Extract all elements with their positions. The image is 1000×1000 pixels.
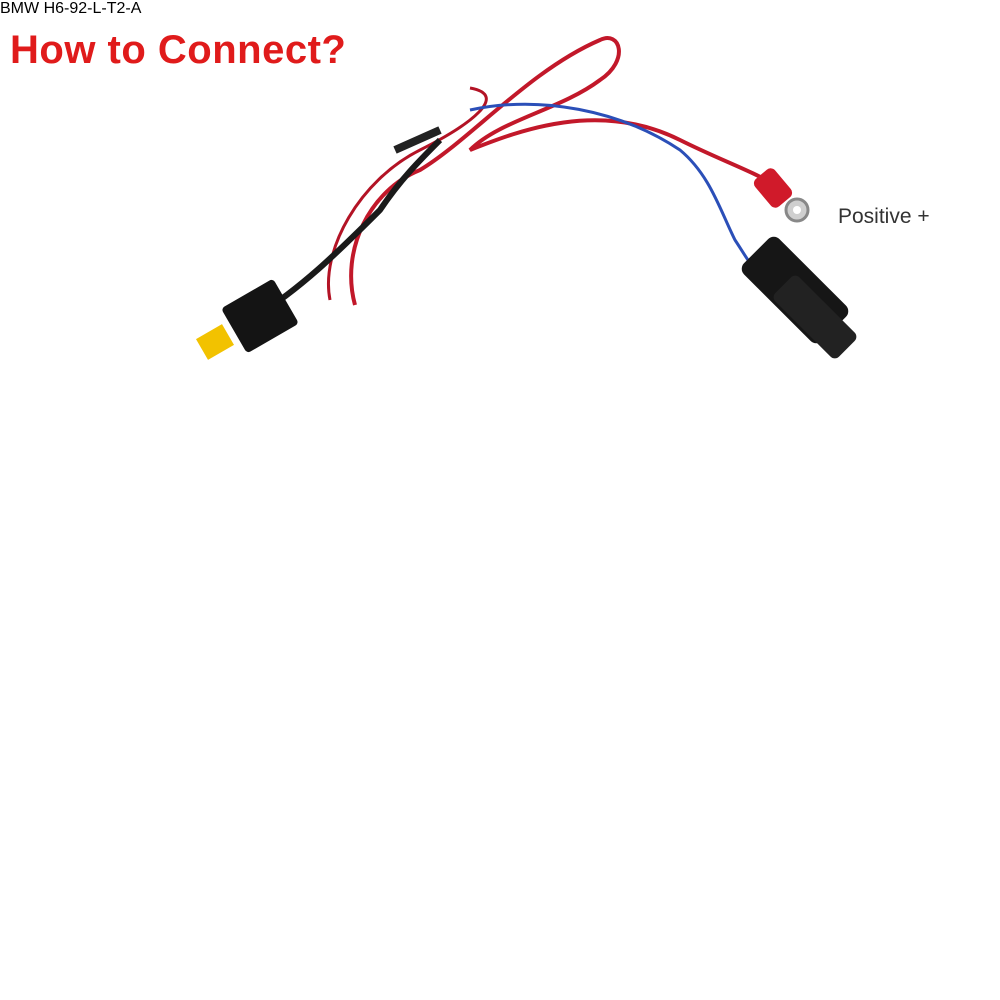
battery-brand: BMW xyxy=(0,0,40,17)
battery-photo: BMW H6-92-L-T2-A xyxy=(0,0,141,17)
wiring-harness xyxy=(196,36,857,360)
ring-terminal-icon xyxy=(753,168,810,223)
battery-icon: BMW H6-92-L-T2-A xyxy=(0,0,141,17)
battery-code: H6-92-L-T2-A xyxy=(43,0,142,17)
page-title: How to Connect? xyxy=(10,28,347,72)
plug-connector-icon xyxy=(741,236,857,359)
positive-label-text: Positive + xyxy=(838,205,930,228)
fuse-tap-connector xyxy=(196,279,298,360)
